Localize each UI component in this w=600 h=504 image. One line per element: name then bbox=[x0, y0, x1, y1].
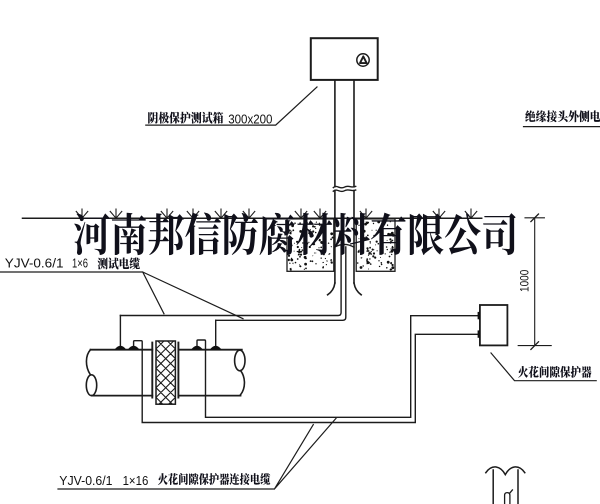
svg-text:YJV-0.6/1: YJV-0.6/1 bbox=[59, 473, 112, 488]
svg-text:YJV-0.6/1: YJV-0.6/1 bbox=[5, 256, 64, 271]
svg-text:1000: 1000 bbox=[518, 269, 532, 292]
svg-text:1×6: 1×6 bbox=[72, 256, 88, 271]
svg-text:1×16: 1×16 bbox=[123, 473, 149, 488]
svg-text:300x200: 300x200 bbox=[228, 112, 272, 127]
